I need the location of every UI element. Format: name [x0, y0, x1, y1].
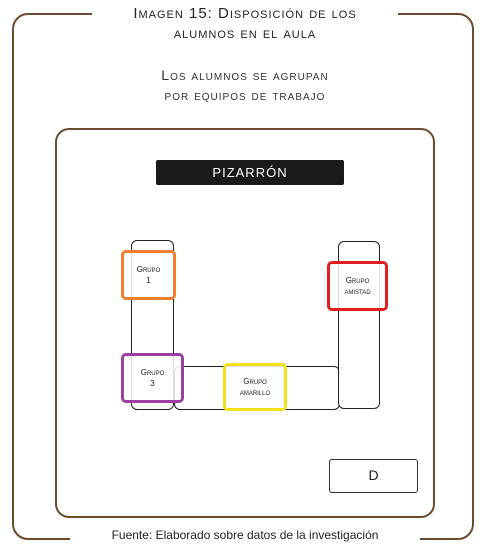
- group-1-box: Grupo 1: [121, 250, 176, 300]
- classroom-outline: [55, 128, 435, 518]
- group-amistad-box: Grupo amistad: [327, 261, 388, 311]
- group-3-label-line1: Grupo: [140, 368, 165, 377]
- group-amistad-label-line1: Grupo: [345, 276, 370, 285]
- group-1-label-line1: Grupo: [136, 265, 161, 274]
- group-amarillo-box: Grupo amarillo: [223, 363, 287, 411]
- subtitle-line-1: Los alumnos se agrupan: [161, 67, 329, 83]
- title-line-1: Imagen 15: Disposición de los: [133, 5, 357, 22]
- group-3-box: Grupo 3: [121, 353, 184, 403]
- figure-title: Imagen 15: Disposición de los alumnos en…: [92, 4, 398, 44]
- group-1-label-line2: 1: [146, 276, 151, 285]
- group-amistad-label-line2: amistad: [344, 287, 371, 296]
- subtitle-line-2: por equipos de trabajo: [164, 87, 326, 103]
- door: D: [329, 459, 418, 493]
- figure-subtitle: Los alumnos se agrupan por equipos de tr…: [110, 65, 380, 105]
- title-line-2: alumnos en el aula: [173, 25, 317, 42]
- group-3-label-line2: 3: [150, 379, 155, 388]
- figure-caption: Fuente: Elaborado sobre datos de la inve…: [70, 527, 420, 543]
- group-amarillo-label-line1: Grupo: [243, 377, 267, 386]
- blackboard: PIZARRÓN: [156, 160, 344, 185]
- group-amarillo-label-line2: amarillo: [239, 388, 271, 397]
